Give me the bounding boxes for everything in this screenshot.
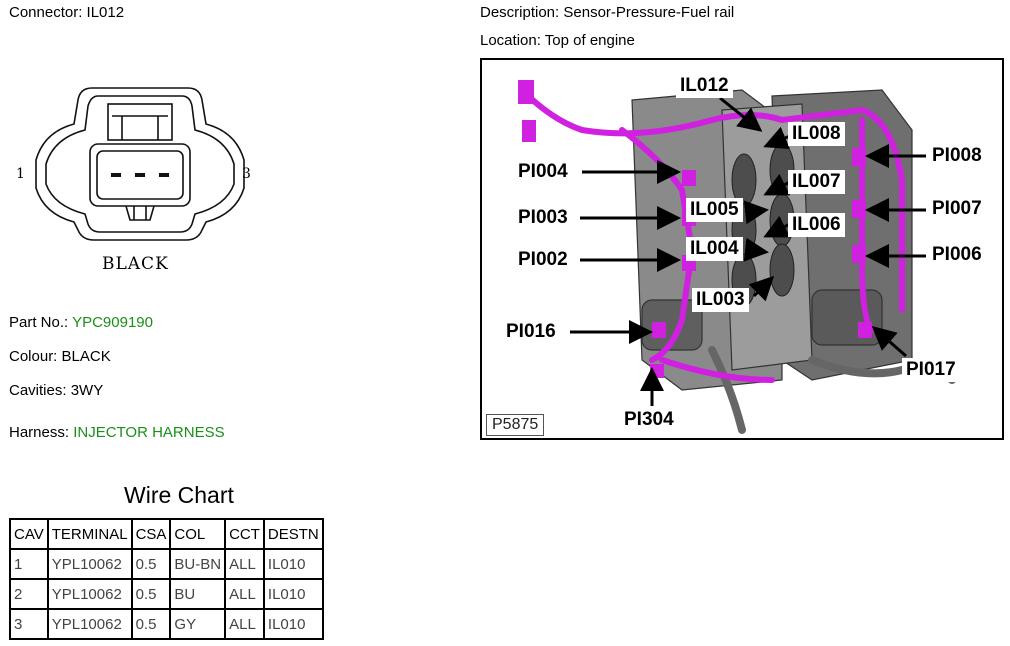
header-csa: CSA xyxy=(130,518,172,550)
header-destn: DESTN xyxy=(262,518,324,550)
callout-pi006: PI006 xyxy=(928,243,986,267)
colour-value: BLACK xyxy=(61,348,111,365)
cavities-value: 3WY xyxy=(70,382,104,399)
location-value: Top of engine xyxy=(544,32,635,49)
connector-colour-caption: BLACK xyxy=(102,254,169,274)
pin-3-label: 3 xyxy=(242,166,251,182)
cell-csa: 0.5 xyxy=(130,578,172,610)
pin-1-label: 1 xyxy=(16,166,25,182)
callout-il008: IL008 xyxy=(788,122,845,146)
wire-chart-header-row: CAV TERMINAL CSA COL CCT DESTN xyxy=(9,518,324,550)
callout-pi016: PI016 xyxy=(502,320,560,344)
cell-cav: 2 xyxy=(9,578,49,610)
callout-pi003: PI003 xyxy=(514,206,572,230)
cell-terminal: YPL10062 xyxy=(46,548,133,580)
table-row: 2 YPL10062 0.5 BU ALL IL010 xyxy=(9,578,324,610)
connector-label: Connector: xyxy=(9,4,83,21)
harness-label: Harness: xyxy=(9,424,70,441)
cell-cav: 3 xyxy=(9,608,49,640)
description-line: Description: Sensor-Pressure-Fuel rail xyxy=(480,4,734,21)
connector-face-drawing xyxy=(30,80,270,280)
cell-destn: IL010 xyxy=(262,608,324,640)
wire-chart-title: Wire Chart xyxy=(124,482,234,508)
callout-il003: IL003 xyxy=(692,288,749,312)
location-label: Location: xyxy=(480,32,541,49)
callout-il012: IL012 xyxy=(676,74,733,98)
callout-pi008: PI008 xyxy=(928,144,986,168)
cavities-line: Cavities: 3WY xyxy=(9,382,103,399)
connector-outline-icon xyxy=(35,87,245,241)
callout-pi004: PI004 xyxy=(514,160,572,184)
wire-chart-table: CAV TERMINAL CSA COL CCT DESTN 1 YPL1006… xyxy=(9,518,324,640)
callout-pi002: PI002 xyxy=(514,248,572,272)
connector-line: Connector: IL012 xyxy=(9,4,124,21)
header-terminal: TERMINAL xyxy=(46,518,133,550)
cell-cct: ALL xyxy=(224,548,265,580)
engine-location-image: IL012 IL008 PI004 IL007 PI008 PI003 IL00… xyxy=(480,58,1004,440)
cell-destn: IL010 xyxy=(262,548,324,580)
callout-il005: IL005 xyxy=(686,198,743,222)
cavities-label: Cavities: xyxy=(9,382,67,399)
part-no-link[interactable]: YPC909190 xyxy=(72,314,153,331)
connector-id: IL012 xyxy=(86,4,125,21)
part-no-label: Part No.: xyxy=(9,314,69,331)
colour-label: Colour: xyxy=(9,348,58,365)
header-col: COL xyxy=(169,518,227,550)
table-row: 1 YPL10062 0.5 BU-BN ALL IL010 xyxy=(9,548,324,580)
cell-col: BU xyxy=(169,578,227,610)
cell-col: GY xyxy=(169,608,227,640)
table-row: 3 YPL10062 0.5 GY ALL IL010 xyxy=(9,608,324,640)
location-line: Location: Top of engine xyxy=(480,32,635,49)
colour-line: Colour: BLACK xyxy=(9,348,111,365)
cell-terminal: YPL10062 xyxy=(46,608,133,640)
harness-line: Harness: INJECTOR HARNESS xyxy=(9,424,225,441)
callout-pi007: PI007 xyxy=(928,197,986,221)
cell-cav: 1 xyxy=(9,548,49,580)
header-cct: CCT xyxy=(224,518,265,550)
cell-destn: IL010 xyxy=(262,578,324,610)
description-label: Description: xyxy=(480,4,560,21)
cell-col: BU-BN xyxy=(169,548,227,580)
cell-cct: ALL xyxy=(224,608,265,640)
callout-pi304: PI304 xyxy=(620,408,678,432)
cell-cct: ALL xyxy=(224,578,265,610)
callout-pi017: PI017 xyxy=(902,358,960,382)
callout-il006: IL006 xyxy=(788,213,845,237)
image-reference-code: P5875 xyxy=(486,414,545,436)
callout-il004: IL004 xyxy=(686,237,743,261)
harness-link[interactable]: INJECTOR HARNESS xyxy=(73,424,225,441)
part-no-line: Part No.: YPC909190 xyxy=(9,314,153,331)
callout-il007: IL007 xyxy=(788,170,845,194)
header-cav: CAV xyxy=(9,518,49,550)
cell-csa: 0.5 xyxy=(130,548,172,580)
description-value: Sensor-Pressure-Fuel rail xyxy=(563,4,735,21)
cell-csa: 0.5 xyxy=(130,608,172,640)
cell-terminal: YPL10062 xyxy=(46,578,133,610)
